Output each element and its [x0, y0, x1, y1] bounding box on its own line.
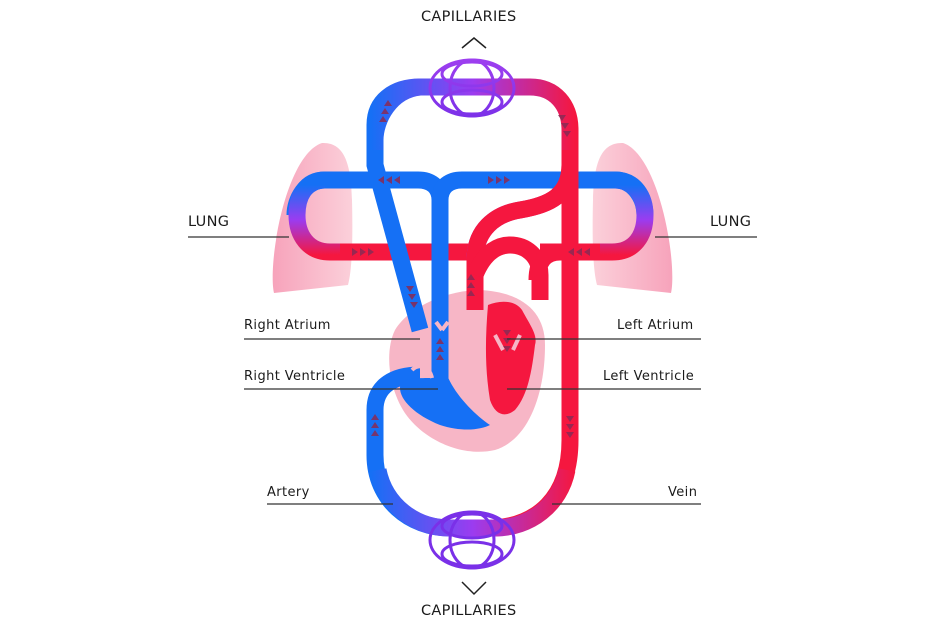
- arrow-up-icon: [379, 100, 392, 122]
- chevron-up-icon: [461, 37, 487, 49]
- vein-label: Vein: [668, 485, 698, 500]
- arrow-down-icon: [406, 286, 418, 308]
- bottom-loop-vessel: [369, 467, 576, 537]
- lung-left-label: LUNG: [188, 214, 230, 230]
- lung-right-shape: [592, 142, 673, 293]
- arrow-up-icon: [371, 414, 379, 436]
- capillaries-top-label: CAPILLARIES: [421, 9, 517, 25]
- arrow-down-icon: [566, 416, 574, 438]
- left-atrium-label: Left Atrium: [617, 318, 694, 333]
- arrow-right-icon: [352, 248, 374, 256]
- valve: [434, 320, 450, 332]
- flow-arrows: [352, 100, 590, 438]
- arrow-down-icon: [503, 330, 511, 352]
- left-ventricle-label: Left Ventricle: [603, 369, 695, 384]
- lung-left-loop: [288, 171, 345, 261]
- artery-label: Artery: [267, 485, 310, 500]
- right-heart-chamber: [400, 318, 490, 430]
- lung-right-label: LUNG: [710, 214, 752, 230]
- valve: [410, 364, 434, 379]
- right-atrium-label: Right Atrium: [244, 318, 331, 333]
- arrow-down-icon: [558, 115, 571, 137]
- chevron-down-icon: [461, 581, 487, 596]
- arrow-right-icon: [488, 176, 510, 184]
- right-ventricle-label: Right Ventricle: [244, 369, 346, 384]
- capillary-bottom-network: [428, 510, 516, 570]
- lung-right-loop: [598, 171, 654, 261]
- lung-left-shape: [272, 142, 353, 293]
- capillary-top-network: [428, 58, 516, 118]
- arrow-left-icon: [378, 176, 400, 184]
- left-heart-chamber: [485, 301, 536, 415]
- valve: [493, 334, 522, 351]
- arrow-up-icon: [467, 274, 475, 296]
- vena-cava-diagonal: [366, 140, 429, 333]
- capillaries-bottom-label: CAPILLARIES: [421, 603, 517, 619]
- arrow-left-icon: [568, 248, 590, 256]
- arrow-up-icon: [436, 338, 444, 360]
- pulmonary-vein-arch-right: [528, 243, 561, 281]
- leader-lines: [188, 236, 757, 505]
